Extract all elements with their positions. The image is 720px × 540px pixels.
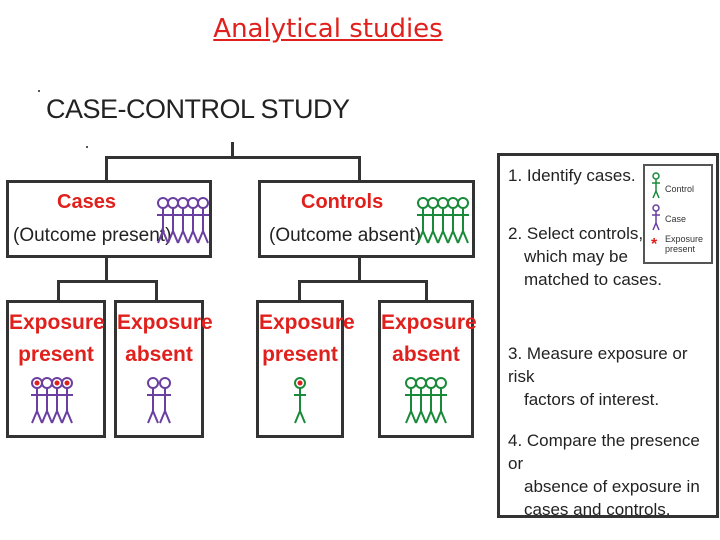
controls-exposure-present-box: Exposure present: [256, 300, 355, 438]
connector-controls-down: [358, 256, 361, 282]
cases-label: Cases: [57, 191, 116, 213]
connector-cases-right: [155, 280, 158, 304]
steps-panel: 1. Identify cases. 2. Select controls, w…: [497, 153, 719, 519]
connector-controls-right: [425, 280, 428, 304]
step-1: 1. Identify cases.: [508, 166, 636, 185]
controls-sublabel: (Outcome absent): [269, 225, 422, 246]
legend-case-label: Case: [665, 214, 687, 224]
outcome-label-4: Exposure absent: [381, 311, 477, 366]
controls-group-icon: [417, 197, 469, 244]
legend-control-icon: [652, 172, 660, 199]
controls-box: Controls (Outcome absent): [258, 180, 475, 258]
connector-cases-down: [105, 256, 108, 282]
legend-case-icon: [652, 204, 660, 231]
step-3: 3. Measure exposure or risk factors of i…: [508, 344, 688, 409]
connector-root: [231, 142, 234, 158]
connector-top-right: [358, 156, 361, 182]
cases-group-icon: [157, 197, 209, 244]
controls-exposure-absent-box: Exposure absent: [378, 300, 477, 438]
legend-exposure-label: Exposure present: [665, 234, 704, 254]
connector-cases-left: [57, 280, 60, 304]
cases-exposure-present-box: Exposure present: [6, 300, 106, 438]
legend-control-label: Control: [665, 184, 695, 194]
step-4: 4. Compare the presence or absence of ex…: [508, 431, 700, 519]
cases-box: Cases (Outcome present): [6, 180, 212, 258]
controls-label: Controls: [301, 191, 384, 213]
connector-controls-split: [298, 280, 428, 283]
cases-exposure-absent-box: Exposure absent: [114, 300, 213, 438]
connector-controls-left: [298, 280, 301, 304]
outcome-label-2: Exposure absent: [117, 311, 213, 366]
cases-exposed-group-icon: [31, 377, 73, 424]
legend: Control Case * Exposure present: [643, 164, 713, 264]
slide-title: Analytical studies: [213, 14, 443, 44]
connector-cases-split: [57, 280, 157, 283]
controls-unexposed-group-icon: [405, 377, 447, 424]
step-2: 2. Select controls, which may be matched…: [508, 224, 662, 289]
stray-dot: [86, 146, 88, 148]
cases-unexposed-group-icon: [147, 377, 171, 424]
legend-exposure-mark: *: [651, 236, 658, 253]
diagram-title: CASE-CONTROL STUDY: [46, 94, 350, 124]
outcome-label-1: Exposure present: [9, 311, 105, 366]
controls-exposed-icon: [294, 377, 306, 424]
cases-sublabel: (Outcome present): [13, 225, 172, 246]
outcome-label-3: Exposure present: [259, 311, 355, 366]
connector-top-left: [105, 156, 108, 182]
stray-dot: [38, 90, 40, 92]
